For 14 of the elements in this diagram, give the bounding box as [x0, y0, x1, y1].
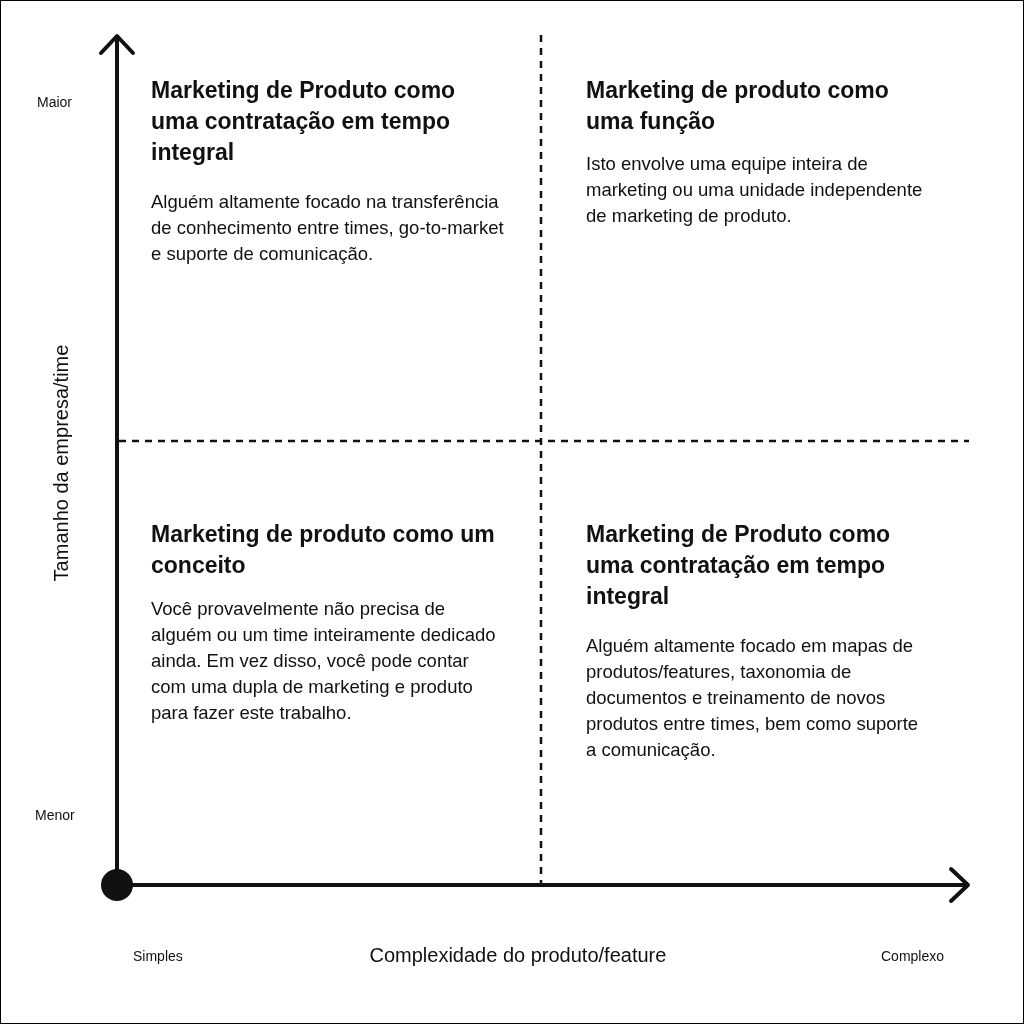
quadrant-heading: Marketing de Produto como uma contratação em tempo integral	[151, 76, 457, 167]
quadrant-description: Isto envolve uma equipe inteira de marketing ou uma unidade independente de marketing de produto.	[586, 152, 924, 228]
axis-label: Simples	[133, 947, 184, 965]
quadrant-heading: Marketing de produto como uma função	[586, 76, 890, 136]
quadrant-description: Você provavelmente não precisa de alguém ou um time inteiramente dedicado ainda. Em vez disso, você pode contar com uma dupla de marketing e produto para fazer este trabalho.	[151, 597, 496, 725]
axis-label: Menor	[35, 806, 76, 824]
quadrant-description: Alguém altamente focado em mapas de produtos/features, taxonomia de documentos e treinamento de novos produtos entre times, bem como suporte a comunicação.	[586, 634, 920, 762]
axis-title: Complexidade do produto/feature	[369, 943, 667, 967]
axis-label: Maior	[37, 93, 73, 111]
quadrant-description: Alguém altamente focado na transferência de conhecimento entre times, go-to-market e suporte de comunicação.	[151, 190, 505, 266]
quadrant-heading: Marketing de Produto como uma contratação em tempo integral	[586, 520, 892, 611]
axis-title: Tamanho da empresa/time	[48, 344, 73, 582]
axis-label: Complexo	[881, 947, 946, 965]
quadrant-heading: Marketing de produto como um conceito	[151, 520, 496, 580]
